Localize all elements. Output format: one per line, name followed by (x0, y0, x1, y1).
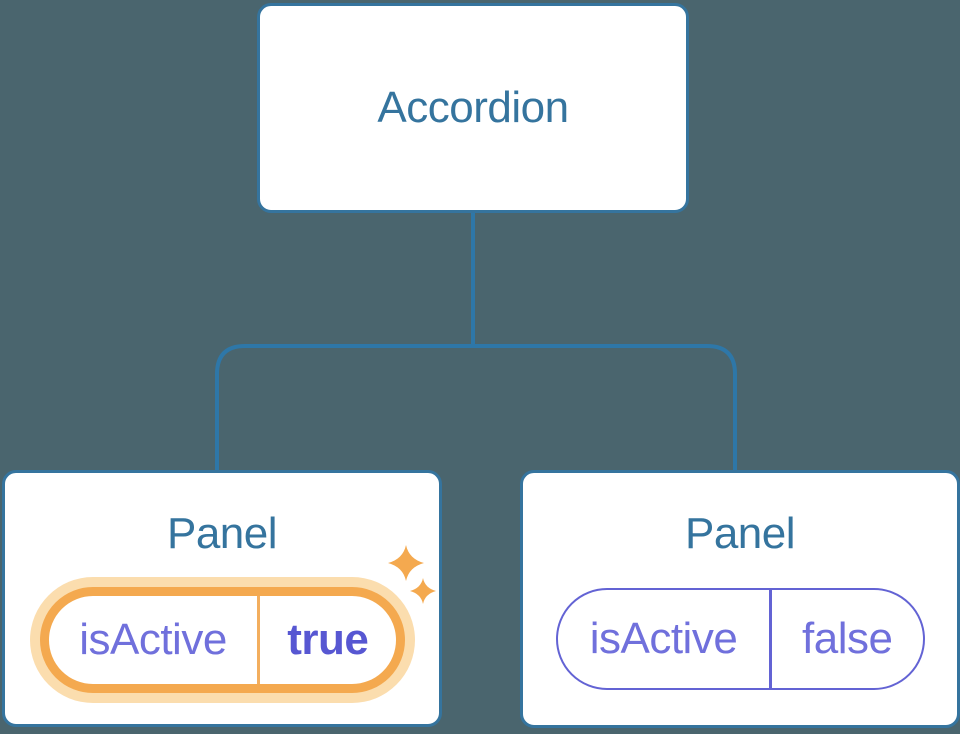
panel-node-label: Panel (166, 509, 278, 558)
accordion-node: Accordion (257, 3, 689, 213)
panel-node-label: Panel (684, 509, 796, 558)
state-pill-active: isActive true (40, 587, 405, 693)
connector-branches (215, 344, 737, 472)
state-pill-inactive: isActive false (556, 588, 925, 690)
panel-node-active: Panel isActive true (2, 470, 442, 727)
state-name: isActive (79, 615, 227, 664)
state-value: true (287, 615, 369, 664)
pill-divider (257, 596, 260, 684)
state-name: isActive (589, 614, 738, 663)
panel-node-inactive: Panel isActive false (520, 470, 960, 728)
state-value: false (802, 614, 893, 663)
accordion-node-label: Accordion (377, 83, 569, 132)
pill-divider (769, 590, 772, 688)
